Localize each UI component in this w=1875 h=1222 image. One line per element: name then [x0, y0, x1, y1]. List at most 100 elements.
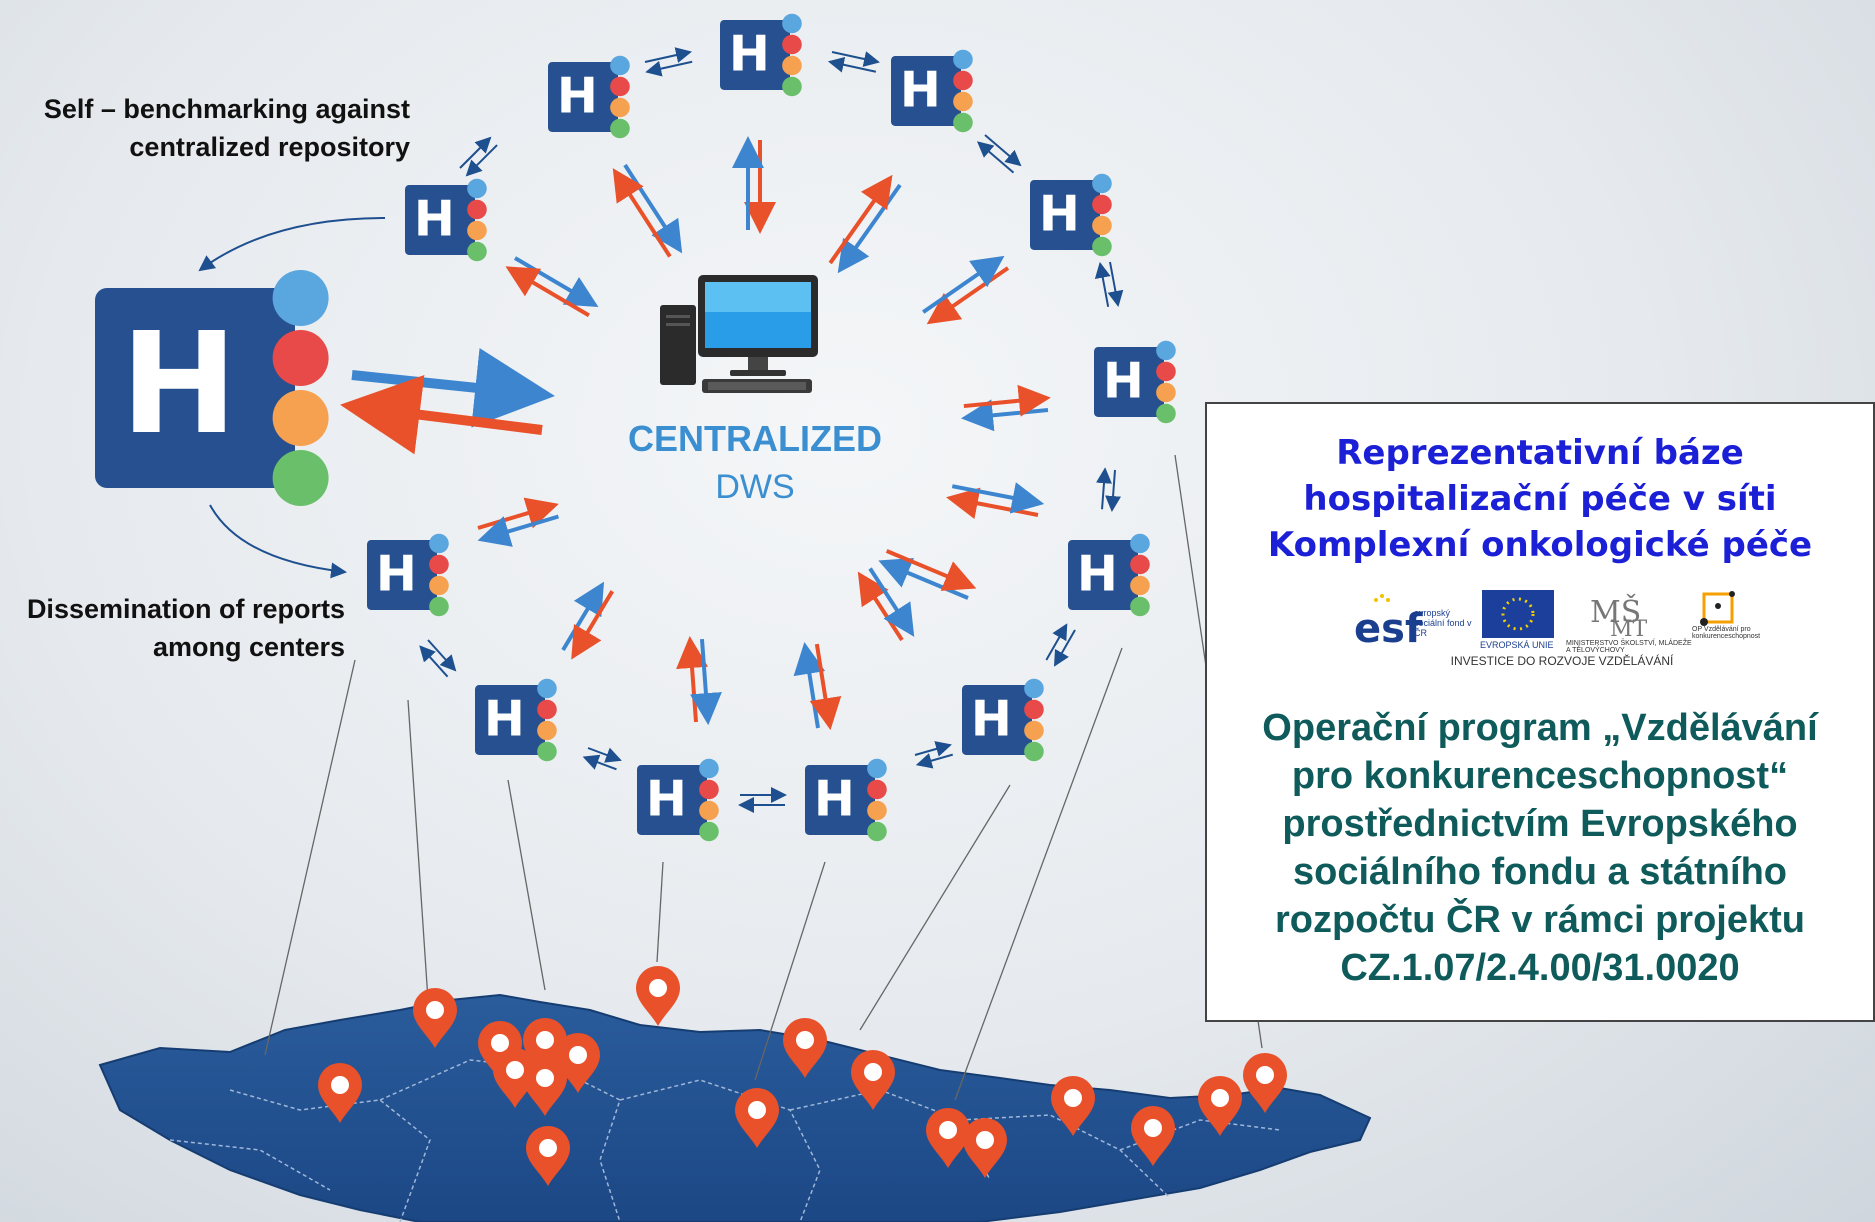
ring-arrow: [831, 51, 880, 67]
czech-map: [98, 993, 1372, 1222]
spoke-arrow: [676, 636, 709, 723]
ring-arrow: [465, 144, 498, 177]
map-pin-icon: [1243, 1053, 1287, 1113]
spoke-arrow: [963, 384, 1051, 417]
hospital-icon: H: [548, 55, 630, 139]
ring-arrow: [427, 639, 457, 672]
self-benchmarking-label: Self – benchmarking against centralized …: [43, 94, 410, 162]
ring-arrow: [1096, 467, 1112, 510]
map-pin-icon: [851, 1050, 895, 1110]
svg-text:MŠ: MŠ: [1590, 594, 1641, 630]
hospital-icon: H: [405, 178, 487, 262]
spoke-arrow: [885, 549, 977, 591]
svg-text:H: H: [120, 303, 237, 466]
svg-text:H: H: [646, 770, 687, 827]
map-pin-icon: [636, 966, 680, 1026]
spoke-arrow: [809, 643, 842, 731]
map-pin-icon: [963, 1118, 1007, 1178]
map-pin-icon: [526, 1126, 570, 1186]
ring-arrow: [1054, 629, 1076, 667]
esf-logo-mark: esf: [1354, 606, 1423, 652]
spoke-arrow: [505, 266, 590, 318]
map-pin-icon: [1198, 1076, 1242, 1136]
msmt-logo: MŠ MT: [1590, 594, 1648, 642]
desktop-computer-icon: [660, 275, 818, 393]
main-hospital-icon: H: [95, 270, 329, 506]
svg-text:H: H: [1077, 545, 1118, 602]
ring-arrow: [976, 141, 1015, 174]
spoke-arrow: [961, 399, 1049, 432]
spoke-arrow: [922, 255, 1005, 314]
spoke-arrow: [477, 514, 560, 547]
ring-arrow: [915, 753, 954, 769]
big-arrow-from-center: [340, 374, 543, 455]
hospital-icon: H: [720, 13, 802, 97]
spoke-arrow: [926, 266, 1010, 325]
map-pin-icon: [926, 1108, 970, 1168]
map-pin-icon: [493, 1048, 537, 1108]
map-pin-icon: [523, 1018, 567, 1078]
ring-arrow: [1107, 261, 1124, 307]
spoke-arrow: [571, 590, 615, 660]
ring-arrow: [587, 747, 622, 763]
spoke-arrow: [837, 183, 902, 274]
hospital-icon: H: [962, 678, 1044, 762]
spoke-arrow: [878, 558, 969, 600]
map-pin-icon: [318, 1063, 362, 1123]
svg-text:H: H: [814, 770, 855, 827]
map-pins: [318, 966, 1287, 1186]
ring-arrow: [419, 645, 449, 678]
spoke-arrow: [561, 581, 605, 652]
spoke-arrow: [868, 567, 915, 637]
spoke-arrow: [689, 638, 722, 726]
ring-arrow: [1045, 623, 1068, 661]
svg-text:H: H: [557, 67, 598, 124]
svg-text:H: H: [971, 690, 1012, 747]
hospital-icon: H: [1030, 173, 1112, 257]
ring-arrow: [459, 136, 492, 169]
map-pin-icon: [1131, 1106, 1175, 1166]
ring-arrow: [914, 741, 952, 757]
arrows: [419, 47, 1124, 813]
spoke-arrow: [612, 168, 672, 258]
svg-text:H: H: [414, 190, 455, 247]
hospital-icon: H: [805, 758, 887, 842]
spoke-arrow: [793, 642, 826, 729]
map-pin-icon: [1051, 1076, 1095, 1136]
hospital-icon: H: [891, 49, 973, 133]
big-arrow-to-center: [351, 347, 555, 428]
esf-logo: esf: [1352, 590, 1423, 652]
hospital-nodes: H H H H H H H H H H H H H: [95, 13, 1176, 842]
project-description: Operační program „Vzdělávání pro konkure…: [1262, 707, 1818, 989]
map-pin-icon: [735, 1088, 779, 1148]
hospital-icon: H: [367, 533, 449, 617]
spoke-arrow: [513, 256, 599, 308]
map-pin-icon: [523, 1056, 567, 1116]
project-info-box: Reprezentativní báze hospitalizační péče…: [1205, 402, 1875, 1022]
map-pin-icon: [478, 1021, 522, 1081]
spoke-arrow: [477, 497, 559, 530]
svg-text:MT: MT: [1610, 617, 1648, 642]
svg-text:H: H: [376, 545, 417, 602]
map-pin-icon: [413, 988, 457, 1048]
spoke-arrow: [828, 174, 893, 265]
center-subtitle: DWS: [715, 468, 795, 506]
funding-logos: esf MŠ MT evropský sociální fond v ČR EV…: [1352, 586, 1772, 668]
eu-flag-logo: [1482, 590, 1554, 638]
op-caption: OP Vzdělávání pro konkurenceschopnost: [1692, 626, 1761, 640]
hospital-icon: H: [475, 678, 557, 762]
dissemination-curve-arrow: [209, 504, 347, 579]
hospital-icon: H: [637, 758, 719, 842]
eu-caption: EVROPSKÁ UNIE: [1480, 640, 1554, 650]
map-pin-icon: [783, 1018, 827, 1078]
svg-text:H: H: [729, 25, 770, 82]
svg-text:H: H: [1103, 352, 1144, 409]
project-title: Reprezentativní báze hospitalizační péče…: [1267, 433, 1813, 565]
hospital-icon: H: [1068, 533, 1150, 617]
svg-text:H: H: [484, 690, 525, 747]
svg-text:H: H: [900, 61, 941, 118]
ring-arrow: [984, 134, 1022, 167]
center-title: CENTRALIZED: [628, 418, 882, 459]
spoke-arrow: [623, 163, 683, 254]
